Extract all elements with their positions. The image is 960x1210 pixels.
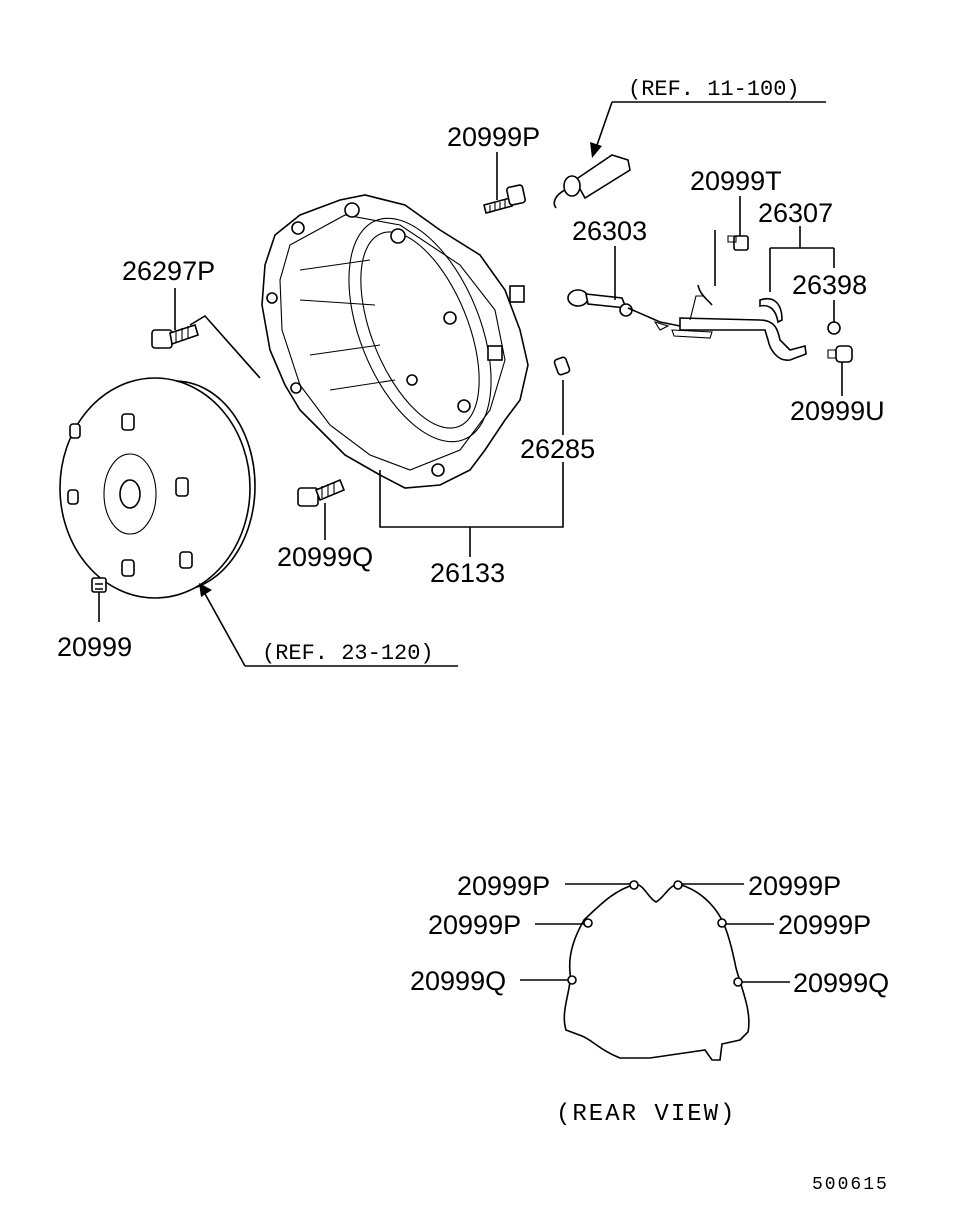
rear-view-leaders (520, 883, 790, 983)
rear-label-top-left: 20999P (457, 871, 550, 901)
rear-label-low-left: 20999Q (410, 966, 506, 996)
label-26285: 26285 (520, 434, 595, 464)
dipstick-tube-26307 (679, 284, 807, 361)
sealant-tube (553, 154, 631, 209)
rear-label-mid-left: 20999P (428, 910, 521, 940)
label-26303: 26303 (572, 216, 647, 246)
label-26398: 26398 (792, 270, 867, 300)
dipstick-26303 (567, 289, 713, 339)
rear-view-title: (REAR VIEW) (556, 1101, 736, 1128)
label-20999: 20999 (57, 632, 132, 662)
rear-label-top-right: 20999P (748, 871, 841, 901)
diagram-code: 500615 (812, 1175, 889, 1195)
label-20999q: 20999Q (277, 542, 373, 572)
pin-26285 (553, 356, 571, 376)
bolt-20999t (727, 235, 749, 251)
bolt-20999q (297, 478, 346, 507)
rear-view-outline (563, 880, 750, 1061)
transmission-case (261, 194, 529, 489)
label-20999p: 20999P (447, 122, 540, 152)
ref-23-120: (REF. 23-120) (262, 641, 434, 666)
label-26133: 26133 (430, 558, 505, 588)
o-ring-26398 (827, 321, 841, 335)
label-20999t: 20999T (690, 166, 782, 196)
rear-label-low-right: 20999Q (793, 968, 889, 998)
bolt-20999u (827, 345, 853, 363)
nut-20999 (91, 577, 107, 622)
label-20999u: 20999U (790, 396, 885, 426)
bolt-26297p (151, 323, 199, 349)
leader-lines (174, 101, 843, 667)
label-26307: 26307 (758, 198, 833, 228)
rear-label-mid-right: 20999P (778, 910, 871, 940)
ref-11-100: (REF. 11-100) (628, 77, 800, 102)
label-26297p: 26297P (122, 256, 215, 286)
torque-converter (59, 377, 256, 599)
bolt-20999p (483, 184, 526, 214)
